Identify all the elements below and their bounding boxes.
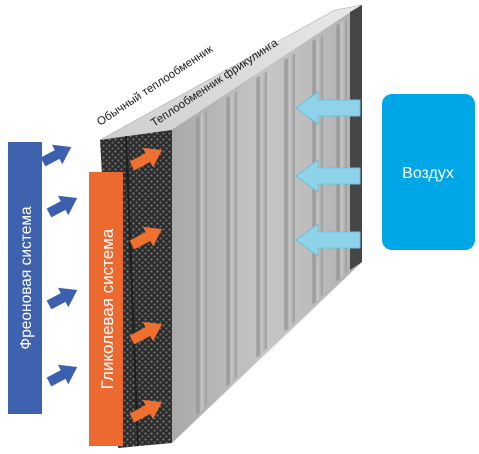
- fin-strip: [228, 91, 237, 386]
- exchanger-frame-edge: [350, 5, 362, 270]
- arrow-left-icon: [295, 91, 361, 125]
- air-box: [382, 94, 475, 250]
- freon-arrows: [40, 144, 78, 387]
- fin-strip: [286, 53, 295, 331]
- glycol-system-label: Гликолевая система: [98, 228, 117, 389]
- arrow-right-icon: [129, 399, 163, 423]
- arrow-right-icon: [46, 364, 78, 387]
- freon-system-label: Фреоновая система: [18, 206, 35, 350]
- air-arrows: [295, 91, 361, 257]
- air-label: Воздух: [402, 165, 454, 182]
- fin-strip: [338, 18, 347, 281]
- fin-strip: [198, 110, 207, 415]
- fin-strip: [258, 71, 267, 358]
- glycol-system-bar: [89, 172, 123, 446]
- arrow-right-icon: [129, 226, 163, 250]
- arrow-left-icon: [295, 223, 361, 257]
- arrow-right-icon: [129, 321, 163, 345]
- coil-separator: [125, 135, 139, 447]
- arrow-left-icon: [295, 159, 361, 193]
- arrow-right-icon: [40, 144, 72, 167]
- freon-system-bar: [8, 142, 42, 414]
- glycol-arrows: [129, 147, 163, 423]
- arrow-right-icon: [46, 287, 78, 310]
- arrow-right-icon: [46, 195, 78, 218]
- arrow-right-icon: [129, 147, 163, 171]
